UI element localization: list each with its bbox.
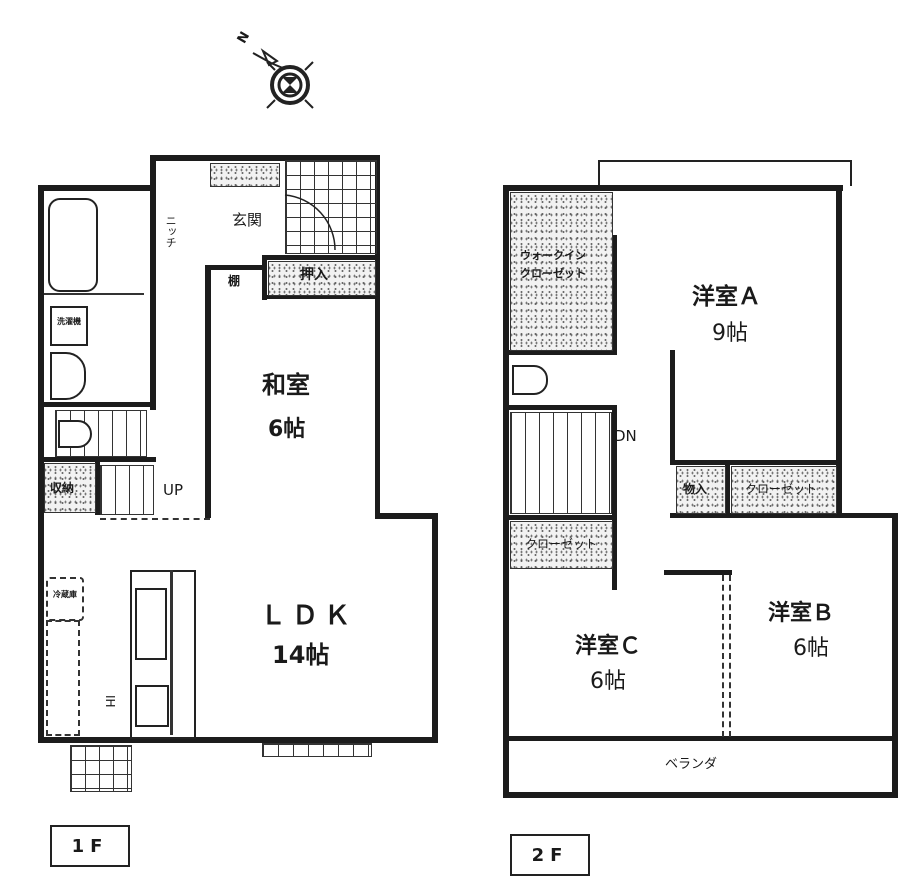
stairs-up-label: UP [163, 481, 184, 499]
room-b-name: 洋室Ｂ [768, 601, 835, 626]
partition [722, 575, 724, 737]
wall [836, 513, 898, 518]
staircase-1f [100, 465, 154, 515]
wall [38, 185, 154, 191]
wash-basin [50, 352, 86, 400]
storeroom [676, 466, 726, 514]
floor-tag-2f: 2F [510, 834, 590, 876]
wall [503, 350, 617, 355]
wall [664, 570, 732, 575]
wall [503, 185, 509, 797]
wall [150, 155, 380, 161]
floor-plan-1f: 洗濯機 UP 収納 玄関 ニッチ 棚 押入 和室 6帖 IH 冷蔵庫 ＬＤＫ 1… [38, 155, 438, 867]
wall [38, 402, 156, 407]
wall [836, 185, 842, 515]
compass: N [235, 25, 335, 115]
japanese-room-size: 6帖 [268, 417, 306, 442]
balcony-top [598, 160, 852, 186]
stairs-down-label: DN [614, 427, 637, 445]
wall [892, 513, 898, 797]
washer-label: 洗濯機 [57, 317, 81, 326]
wall [95, 460, 100, 515]
back-entrance-tiles [70, 745, 132, 792]
japanese-room-name: 和室 [262, 371, 310, 399]
room-a-name: 洋室Ａ [692, 284, 761, 310]
wall [725, 460, 730, 518]
room-a-size: 9帖 [712, 321, 748, 346]
closet-oshiire-label: 押入 [300, 267, 328, 283]
niche-label: ニッチ [164, 215, 178, 248]
wall [670, 460, 840, 465]
closet-room-c-label: クローゼット [525, 537, 598, 551]
fridge-label: 冷蔵庫 [53, 590, 77, 599]
wall [205, 265, 265, 270]
wall [670, 350, 675, 465]
wall [503, 515, 617, 520]
room-c-size: 6帖 [590, 669, 626, 694]
entrance-label: 玄関 [232, 211, 263, 229]
wall [262, 255, 267, 300]
wall [612, 410, 617, 590]
wall [38, 737, 438, 743]
wall [503, 736, 898, 741]
wall [432, 513, 438, 743]
closet-room-a [731, 466, 837, 514]
wall [38, 185, 44, 740]
partition [100, 518, 210, 520]
walk-in-closet-label-1: ウォークイン [520, 249, 586, 262]
storage-area [44, 463, 96, 513]
ih-label: IH [103, 695, 118, 708]
shelf-label: 棚 [228, 274, 241, 288]
door-swing [284, 194, 336, 251]
wall [503, 792, 898, 798]
wall [503, 405, 617, 410]
floor-tag-1f: 1F [50, 825, 130, 867]
closet-room-c [510, 521, 613, 569]
toilet-icon [58, 420, 92, 448]
room-c-name: 洋室Ｃ [575, 634, 642, 659]
wall [262, 295, 380, 299]
cupboard-box [46, 620, 80, 736]
stove-icon [135, 685, 169, 727]
walk-in-closet-label-2: クローゼット [520, 267, 586, 280]
walk-in-closet [510, 192, 613, 351]
sink-icon [135, 588, 167, 660]
toilet-icon [512, 365, 548, 395]
wall [375, 155, 380, 515]
north-arrow-icon [252, 48, 314, 109]
ldk-size: 14帖 [272, 641, 330, 669]
bathtub [48, 198, 98, 292]
storage-label: 収納 [50, 481, 75, 495]
entrance-tiles [285, 160, 377, 254]
veranda-label: ベランダ [665, 757, 718, 772]
closet-oshiire [268, 261, 376, 296]
shoe-cabinet [210, 163, 280, 187]
terrace-tiles [262, 743, 372, 757]
wall [44, 293, 144, 295]
counter-divider [170, 570, 173, 735]
partition [729, 575, 731, 737]
room-b-size: 6帖 [793, 636, 829, 661]
wall [205, 268, 211, 518]
wall [375, 513, 437, 519]
storeroom-label: 物入 [683, 482, 708, 496]
staircase-2f [510, 412, 612, 514]
wall [150, 155, 156, 410]
wall [612, 235, 617, 355]
washer-box: 洗濯機 [50, 306, 88, 346]
kitchen-counter [130, 570, 196, 739]
wall [670, 513, 840, 518]
wall [38, 457, 156, 462]
closet-room-a-label: クローゼット [745, 482, 818, 496]
wall [503, 185, 843, 191]
wall [262, 255, 380, 260]
ldk-name: ＬＤＫ [260, 601, 357, 631]
